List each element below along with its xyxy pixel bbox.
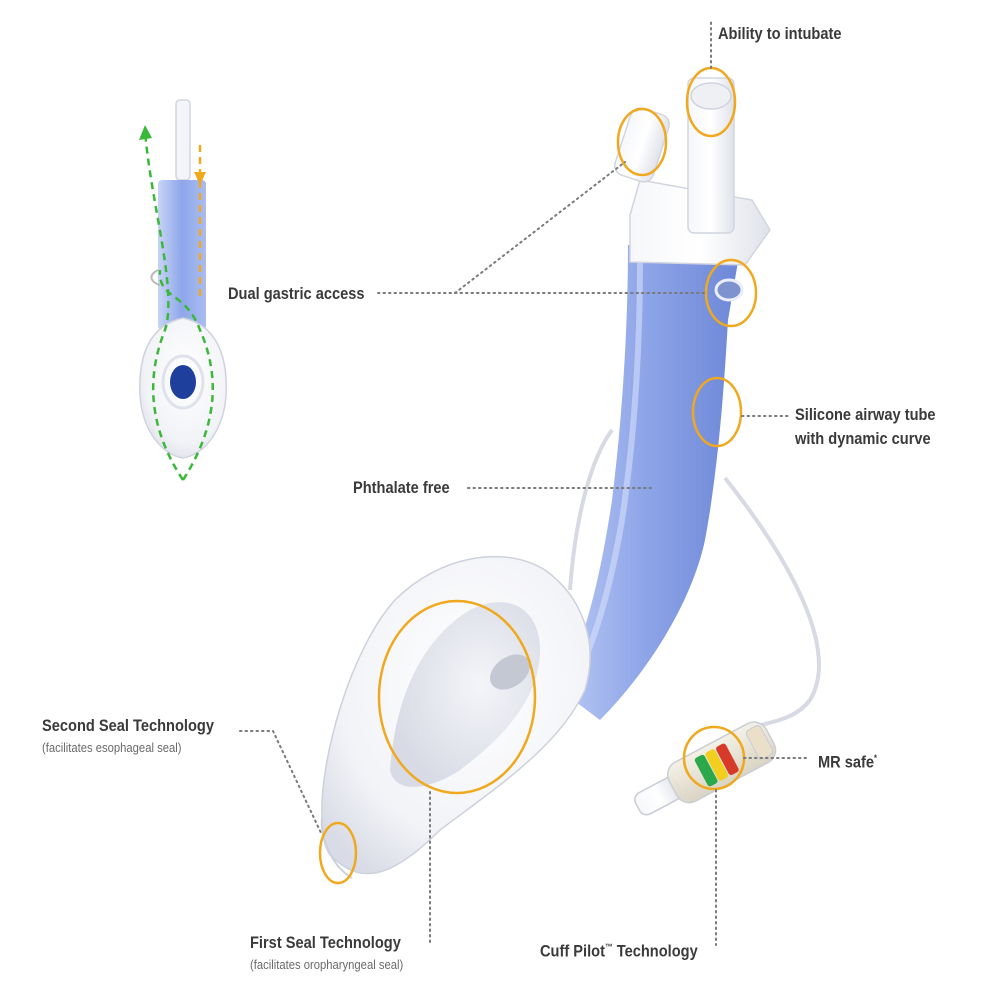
note-second-seal: (facilitates esophageal seal)	[42, 741, 182, 755]
intubation-connector	[687, 77, 735, 234]
cuff-pilot-valve	[634, 721, 777, 816]
label-silicone-line1: Silicone airway tube	[795, 405, 936, 424]
pilot-indicator-red	[716, 743, 739, 775]
label-first-seal-technology: First Seal Technology	[250, 933, 401, 952]
ring-silicone-tube	[691, 376, 743, 448]
ring-second-seal	[318, 821, 358, 885]
inset-device	[139, 99, 227, 481]
main-device	[320, 77, 821, 879]
label-dual-gastric-access: Dual gastric access	[228, 284, 365, 303]
intubation-opening	[690, 82, 732, 110]
cuff-pilot-trademark: ™	[604, 942, 613, 952]
pilot-indicator-green	[694, 754, 718, 787]
inset-aperture	[170, 365, 196, 399]
leader-dual-gastric-a	[377, 161, 626, 294]
cuff-pilot-suffix: Technology	[612, 941, 698, 961]
airway-tube-highlight	[572, 259, 643, 684]
inset-pilot-line	[150, 269, 161, 286]
ring-gastric-port	[616, 107, 668, 177]
mask-aperture	[490, 654, 530, 690]
ring-gastric-drain	[704, 258, 758, 328]
mask-tip	[320, 817, 353, 879]
gastric-flow-arrow-2	[158, 269, 214, 481]
gastric-flow-arrow	[143, 129, 185, 481]
pilot-indicator-yellow	[705, 749, 729, 781]
label-phthalate-free: Phthalate free	[353, 478, 450, 497]
label-ability-to-intubate: Ability to intubate	[718, 24, 842, 43]
pilot-inflation-line	[568, 428, 821, 730]
leader-second-seal	[239, 730, 323, 836]
label-silicone-airway-tube: Silicone airway tube with dynamic curve	[795, 403, 936, 451]
label-silicone-line2: with dynamic curve	[795, 429, 931, 448]
mask-bowl	[390, 602, 540, 787]
inset-aperture-rim	[161, 354, 205, 410]
mr-safe-text: MR safe	[818, 752, 875, 772]
label-cuff-pilot-technology: Cuff Pilot™ Technology	[540, 935, 698, 964]
inset-connector	[175, 99, 191, 181]
cuff-pilot-name: Cuff Pilot	[540, 941, 605, 961]
gastric-drain-opening	[714, 278, 744, 302]
ring-first-seal	[377, 599, 537, 795]
label-second-seal-technology: Second Seal Technology	[42, 716, 214, 735]
mr-safe-footnote-mark: *	[874, 753, 878, 763]
airflow-arrowhead-icon	[194, 172, 206, 185]
gastric-port	[614, 107, 670, 183]
leader-lines	[239, 21, 811, 946]
note-first-seal: (facilitates oropharyngeal seal)	[250, 958, 404, 972]
gastric-arrowhead-icon	[139, 125, 152, 140]
label-mr-safe: MR safe*	[818, 746, 877, 775]
